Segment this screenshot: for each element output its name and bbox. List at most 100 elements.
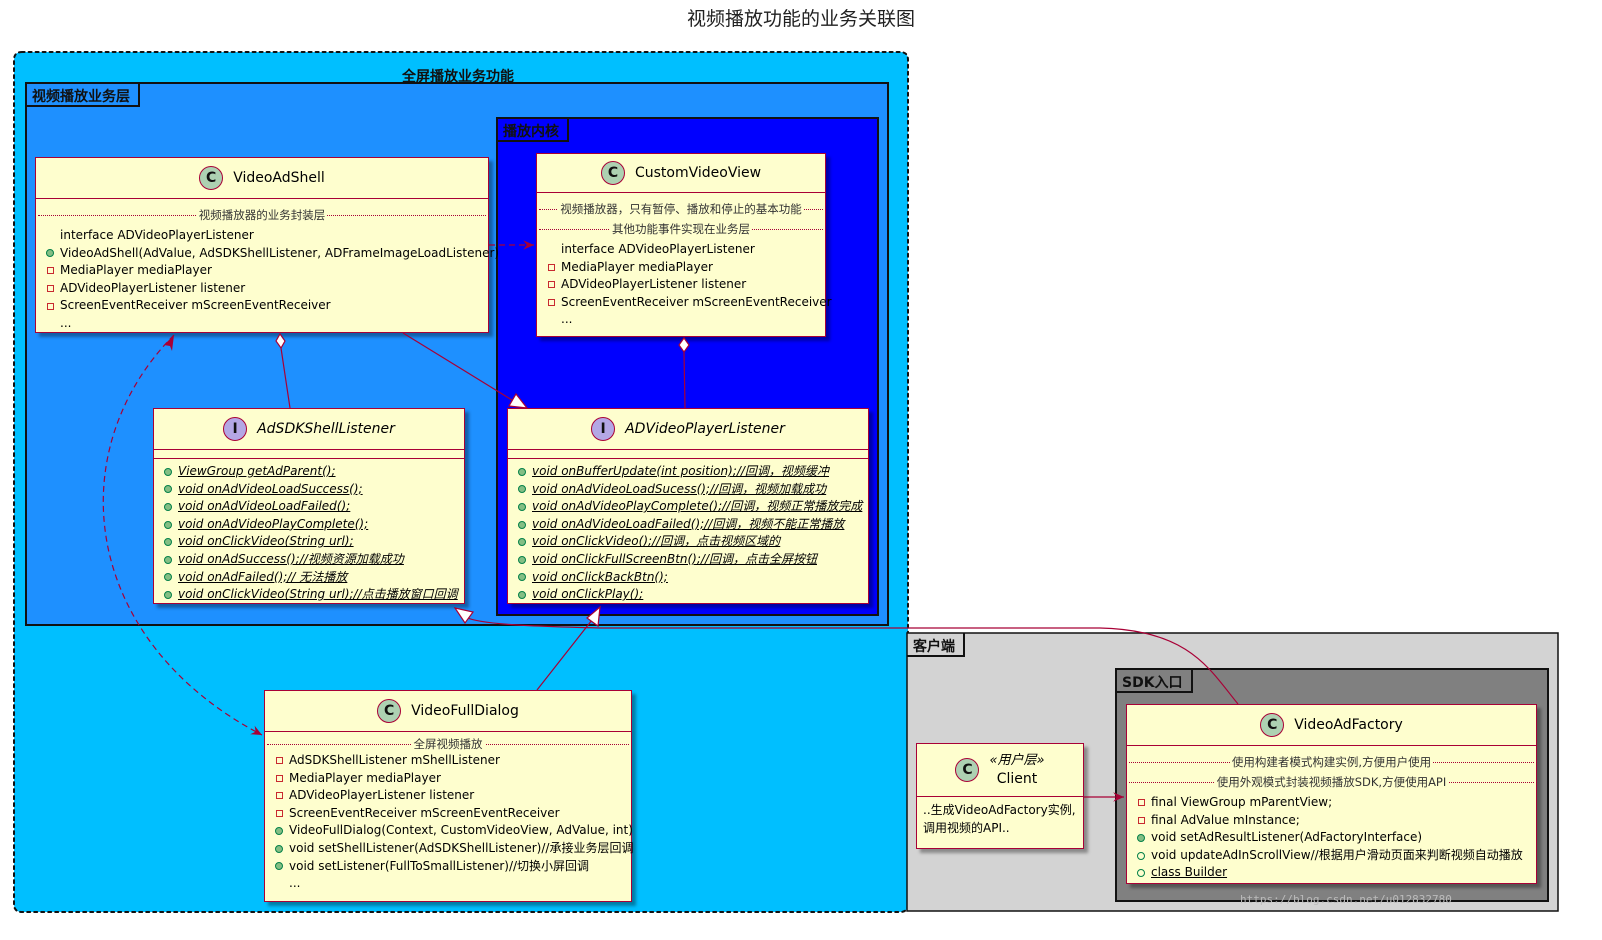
public-icon <box>516 467 528 476</box>
member-row: ... <box>60 315 72 330</box>
public-icon <box>516 485 528 494</box>
member-row: ADVideoPlayerListener listener <box>36 280 488 298</box>
class-video-ad-shell[interactable]: C VideoAdShell 视频播放器的业务封装层 interface ADV… <box>35 157 499 333</box>
public-icon <box>1135 833 1147 842</box>
kernel-package-label: 播放内核 <box>497 118 569 142</box>
member-row: ScreenEventReceiver mScreenEventReceiver <box>265 805 631 823</box>
private-icon <box>273 792 285 800</box>
member-row: ... <box>561 312 573 327</box>
member-row: ScreenEventReceiver mScreenEventReceiver <box>36 297 488 315</box>
fullscreen-package-label: 全屏播放业务功能 <box>402 69 514 85</box>
class-client[interactable]: C «用户层» Client ..生成VideoAdFactory实例, 调用视… <box>916 743 1084 849</box>
class-name: VideoAdFactory <box>1294 717 1403 733</box>
class-separator: 视频播放器，只有暂停、播放和停止的基本功能 <box>537 201 825 217</box>
member-row: void onAdVideoLoadFailed(); <box>154 498 464 516</box>
class-name: VideoFullDialog <box>411 703 519 719</box>
public-icon <box>273 827 285 836</box>
member-row: final AdValue mInstance; <box>1127 812 1536 830</box>
public-icon <box>162 485 174 494</box>
member-row: VideoFullDialog(Context, CustomVideoView… <box>265 822 633 840</box>
interface-ad-video-player-listener[interactable]: I ADVideoPlayerListener void onBufferUpd… <box>507 408 869 604</box>
public-icon <box>162 502 174 511</box>
member-row: void onBufferUpdate(int position);//回调，视… <box>508 463 868 481</box>
private-icon <box>44 285 56 293</box>
class-name: VideoAdShell <box>233 170 325 186</box>
class-c-icon: C <box>600 161 625 185</box>
class-stereotype: «用户层» <box>989 753 1045 768</box>
member-row: void onClickVideo(String url);//点击播放窗口回调 <box>154 586 464 604</box>
member-row: void setShellListener(AdSDKShellListener… <box>265 840 633 858</box>
watermark: https://blog.csdn.net/u012832780 <box>1240 893 1452 906</box>
class-c-icon: C <box>199 166 224 190</box>
public-icon <box>516 502 528 511</box>
class-header: C CustomVideoView <box>537 154 825 193</box>
interface-ad-sdk-shell-listener[interactable]: I AdSDKShellListener ViewGroup getAdPare… <box>153 408 465 604</box>
class-header: I ADVideoPlayerListener <box>508 409 868 450</box>
class-c-icon: C <box>377 699 402 723</box>
member-row: interface ADVideoPlayerListener <box>60 228 254 242</box>
client-package-label: 客户端 <box>907 633 965 657</box>
member-row: void updateAdInScrollView//根据用户滑动页面来判断视频… <box>1127 847 1536 865</box>
private-icon <box>1135 799 1147 807</box>
public-icon <box>162 573 174 582</box>
sdk-package-label: SDK入口 <box>1116 669 1193 693</box>
member-row: void setListener(FullToSmallListener)//切… <box>265 858 631 876</box>
private-icon <box>273 757 285 765</box>
class-header: C VideoFullDialog <box>265 691 631 732</box>
public-icon <box>516 590 528 599</box>
package-icon <box>1135 869 1147 878</box>
member-row: ... <box>289 876 301 891</box>
class-name: AdSDKShellListener <box>257 421 395 437</box>
member-row: void onAdVideoPlayComplete();//回调，视频正常播放… <box>508 498 868 516</box>
class-name: CustomVideoView <box>634 165 762 181</box>
class-c-icon: C <box>1260 713 1285 737</box>
class-separator: 视频播放器的业务封装层 <box>36 207 488 223</box>
member-row: void onClickFullScreenBtn();//回调，点击全屏按钮 <box>508 551 868 569</box>
class-separator: 使用构建者模式构建实例,方便用户使用 <box>1127 754 1536 770</box>
class-separator: 其他功能事件实现在业务层 <box>537 221 825 237</box>
private-icon <box>44 302 56 310</box>
member-row: void onClickBackBtn(); <box>508 569 868 587</box>
member-row: ADVideoPlayerListener listener <box>537 276 825 294</box>
class-separator: 使用外观模式封装视频播放SDK,方便使用API <box>1127 774 1536 790</box>
private-icon <box>273 810 285 818</box>
business-package-tab: 视频播放业务层 <box>26 83 140 107</box>
member-row: MediaPlayer mediaPlayer <box>36 262 488 280</box>
class-separator: 全屏视频播放 <box>265 736 631 752</box>
class-c-icon: C <box>955 758 980 782</box>
business-package-label: 视频播放业务层 <box>26 83 140 107</box>
private-icon <box>1135 816 1147 824</box>
package-icon <box>1135 851 1147 860</box>
public-icon <box>516 520 528 529</box>
class-header: C VideoAdFactory <box>1127 705 1536 746</box>
member-row: void onClickVideo(String url); <box>154 533 464 551</box>
member-row: final ViewGroup mParentView; <box>1127 794 1536 812</box>
member-row: interface ADVideoPlayerListener <box>561 242 755 256</box>
public-icon <box>516 538 528 547</box>
class-custom-video-view[interactable]: C CustomVideoView 视频播放器，只有暂停、播放和停止的基本功能 … <box>536 153 832 337</box>
private-icon <box>44 267 56 275</box>
public-icon <box>162 538 174 547</box>
public-icon <box>273 862 285 871</box>
public-icon <box>516 573 528 582</box>
member-row: void onClickVideo();//回调，点击视频区域的 <box>508 533 868 551</box>
public-icon <box>162 590 174 599</box>
member-row: MediaPlayer mediaPlayer <box>265 770 631 788</box>
member-row: MediaPlayer mediaPlayer <box>537 259 825 277</box>
member-row: void onAdSuccess();//视频资源加载成功 <box>154 551 464 569</box>
member-row: ADVideoPlayerListener listener <box>265 787 631 805</box>
interface-i-icon: I <box>591 417 616 441</box>
member-row: void onAdVideoLoadFailed();//回调，视频不能正常播放 <box>508 516 868 534</box>
class-name: ADVideoPlayerListener <box>625 421 785 437</box>
interface-i-icon: I <box>223 417 248 441</box>
member-row: void onAdVideoLoadSuccess(); <box>154 481 464 499</box>
class-note: ..生成VideoAdFactory实例, 调用视频的API.. <box>923 803 1076 835</box>
client-package-tab: 客户端 <box>907 633 965 657</box>
class-video-full-dialog[interactable]: C VideoFullDialog 全屏视频播放 AdSDKShellListe… <box>264 690 633 902</box>
member-row: class Builder <box>1127 864 1536 882</box>
private-icon <box>545 299 557 307</box>
class-video-ad-factory[interactable]: C VideoAdFactory 使用构建者模式构建实例,方便用户使用 使用外观… <box>1126 704 1537 884</box>
public-icon <box>516 555 528 564</box>
private-icon <box>273 774 285 782</box>
sdk-package-tab: SDK入口 <box>1116 669 1193 693</box>
